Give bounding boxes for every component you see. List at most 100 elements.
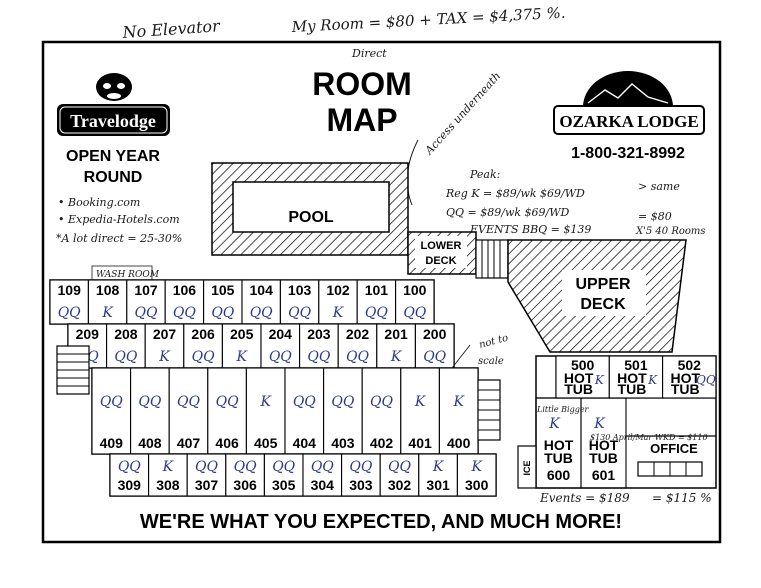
bed-type: QQ — [365, 305, 388, 321]
room-number: 301 — [426, 477, 450, 493]
room-305: 305 QQ — [263, 453, 304, 497]
tub-label: TUB — [564, 381, 593, 397]
rooms-row-400: 409QQ408QQ407QQ406QQ405K404QQ403QQ402QQ4… — [91, 367, 479, 455]
bed-type: K — [452, 394, 465, 410]
room-number: 105 — [211, 282, 235, 298]
hot-label: HOT — [670, 370, 700, 386]
room-number: 104 — [250, 282, 274, 298]
bed-type: QQ — [234, 459, 257, 475]
note-same: > same — [638, 180, 680, 193]
room-number: 207 — [153, 326, 177, 342]
bed-type: K — [548, 416, 561, 432]
rooms-row-100: 109QQ108K107QQ106QQ105QQ104QQ103QQ102K10… — [49, 279, 435, 325]
bed-type: QQ — [346, 349, 369, 365]
room-number: 305 — [272, 477, 296, 493]
bed-type: QQ — [403, 305, 426, 321]
note-not-to-scale-2: scale — [478, 356, 504, 367]
peak-line-2: QQ = $89/wk $69/WD — [446, 206, 570, 219]
room-cell — [414, 323, 455, 369]
bed-type: QQ — [349, 459, 372, 475]
channel-line-1: • Booking.com — [58, 196, 140, 209]
hot-label: HOT — [544, 437, 574, 453]
room-number: 107 — [134, 282, 158, 298]
room-cell — [168, 367, 209, 455]
upper-deck-label-2: DECK — [580, 296, 626, 313]
bed-type: QQ — [311, 459, 334, 475]
lower-deck-label-1: LOWER — [421, 240, 462, 252]
note-access-underneath: Access underneath — [422, 69, 503, 157]
bed-type: K — [259, 394, 272, 410]
room-408: 408 QQ — [130, 367, 170, 455]
room-cell — [341, 453, 381, 497]
note-direct: Direct — [351, 47, 387, 60]
room-number: 400 — [447, 435, 471, 451]
room-number: 500 — [571, 357, 595, 373]
bed-type: K — [470, 459, 483, 475]
wash-room-label: WASH ROOM — [96, 270, 160, 280]
room-number: 401 — [408, 435, 432, 451]
tub-label: TUB — [618, 381, 647, 397]
room-number: 300 — [465, 477, 489, 493]
room-number: 106 — [173, 282, 197, 298]
access-arrow — [406, 139, 419, 206]
bed-type: K — [594, 373, 605, 387]
open-year-line1: OPEN YEAR — [66, 148, 160, 165]
room-cell — [126, 279, 166, 325]
bed-type: QQ — [293, 394, 316, 410]
room-cell — [87, 279, 128, 325]
ozarka-logo-text: OZARKA LODGE — [559, 112, 698, 131]
footer-slogan: WE'RE WHAT YOU EXPECTED, AND MUCH MORE! — [140, 511, 622, 533]
stairs-right — [477, 379, 501, 441]
bed-type: QQ — [331, 394, 354, 410]
peak-line-3: EVENTS BBQ = $139 — [469, 223, 591, 236]
bed-type: QQ — [272, 459, 295, 475]
room-cell — [379, 453, 420, 497]
room-cell — [186, 453, 227, 497]
room-cell — [299, 323, 339, 369]
bed-type: K — [101, 305, 114, 321]
ice-label: ICE — [522, 460, 532, 475]
rooms-row-200: 209QQ208QQ207K206QQ205K204QQ203QQ202QQ20… — [67, 323, 455, 369]
room-number: 309 — [118, 477, 142, 493]
bed-type: QQ — [195, 459, 218, 475]
room-cell — [302, 453, 343, 497]
upper-deck-label-1: UPPER — [575, 276, 631, 293]
room-cell — [130, 367, 170, 455]
room-number: 101 — [365, 282, 389, 298]
bed-type: QQ — [250, 305, 273, 321]
room-number: 202 — [346, 326, 370, 342]
room-number: 502 — [678, 357, 702, 373]
room-number: 304 — [311, 477, 335, 493]
rooms-row-300: 309QQ308K307QQ306QQ305QQ304QQ303QQ302QQ3… — [109, 453, 497, 497]
bed-type: QQ — [307, 349, 330, 365]
stairs-left — [56, 345, 90, 395]
room-number: 403 — [331, 435, 355, 451]
room-number: 501 — [624, 357, 648, 373]
travelodge-logo-text: Travelodge — [70, 111, 156, 131]
note-events-price: Events = $189 — [539, 491, 630, 505]
bed-type: QQ — [211, 305, 234, 321]
ozarka-lodge-logo: OZARKA LODGE — [553, 71, 705, 135]
bed-type: K — [593, 416, 606, 432]
room-number: 408 — [138, 435, 162, 451]
bed-type: QQ — [138, 394, 161, 410]
hot-label: HOT — [589, 437, 619, 453]
channel-line-3: *A lot direct = 25-30% — [56, 232, 182, 245]
